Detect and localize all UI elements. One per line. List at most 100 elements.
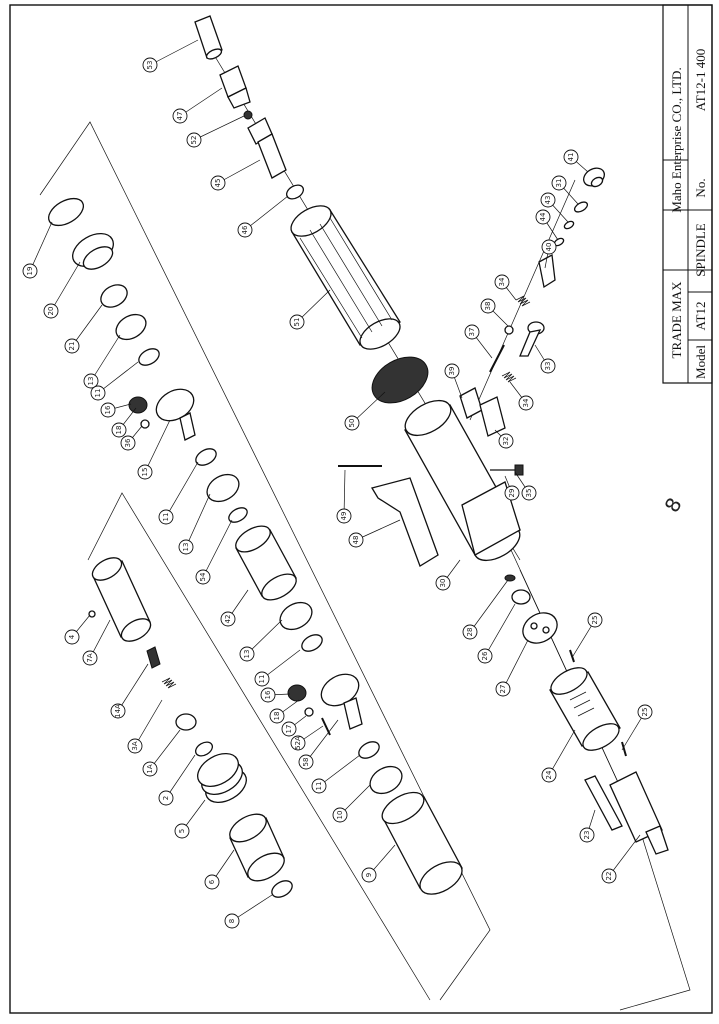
callout-number: 45 — [214, 179, 222, 188]
callout-bubble — [464, 324, 480, 340]
part-pin-36 — [140, 419, 150, 429]
title-model-label: Model — [693, 345, 708, 379]
callout-leader — [608, 834, 641, 877]
part-valve-bushing-32 — [479, 396, 506, 437]
callout-bubble — [90, 385, 106, 401]
callout-number: 16 — [264, 690, 272, 699]
part-spring-5 — [197, 752, 247, 804]
part-spindle-head-7A — [91, 557, 152, 642]
callout-bubble — [224, 913, 240, 929]
part-pin-25-upper — [569, 649, 575, 663]
callout-number: 17 — [285, 725, 293, 734]
callout-number: 53 — [146, 61, 154, 70]
title-trade: TRADE MAX — [669, 281, 684, 359]
callout-bubble — [521, 485, 537, 501]
part-washer-1A — [175, 713, 197, 731]
callout-number: 50 — [348, 419, 356, 428]
callout-number: 38 — [484, 302, 492, 311]
part-bearing-26 — [511, 589, 531, 605]
boundary-upper-left — [39, 121, 491, 1001]
callout-bubble — [494, 274, 510, 290]
part-washer-11-a — [138, 348, 160, 366]
part-ball-38 — [504, 325, 514, 335]
callout-bubble — [535, 209, 551, 225]
callout-bubble — [540, 358, 556, 374]
callout-bubble — [332, 807, 348, 823]
callout-bubble — [477, 648, 493, 664]
part-bearing-13-b — [206, 473, 240, 503]
callout-leader — [50, 261, 81, 312]
part-carrier-15 — [155, 388, 196, 441]
callout-leader — [548, 729, 576, 776]
callout-leader — [502, 639, 529, 690]
handwritten-mark: 8 — [660, 493, 687, 516]
part-snap-ring-8 — [271, 880, 293, 898]
callout-bubble — [637, 704, 653, 720]
callout-bubble — [540, 192, 556, 208]
part-front-housing-9 — [381, 791, 463, 895]
callout-number: 52A — [294, 736, 302, 750]
callout-number: 8 — [228, 919, 236, 923]
part-o-ring-31 — [573, 201, 589, 213]
part-motor-housing — [404, 399, 521, 562]
callout-number: 18 — [273, 712, 281, 721]
part-muffler — [371, 356, 429, 404]
callout-bubble — [495, 681, 511, 697]
callout-number: 18 — [115, 426, 123, 435]
part-cylinder-24 — [549, 667, 621, 751]
part-spring-3A — [161, 677, 177, 689]
part-collar-6 — [229, 813, 285, 882]
callout-leader — [71, 304, 103, 347]
part-rear-plate-27 — [522, 612, 558, 644]
callout-leader — [193, 115, 245, 141]
part-pin-17 — [304, 707, 314, 717]
callout-number: 40 — [545, 243, 553, 252]
callout-leader — [261, 649, 301, 680]
callout-bubble — [22, 263, 38, 279]
callout-bubble — [361, 867, 377, 883]
part-bearing-10 — [369, 765, 403, 795]
part-bearing-cap-20 — [72, 232, 114, 270]
callout-leader — [244, 195, 289, 231]
callout-bubble — [260, 687, 276, 703]
callout-bubble — [142, 761, 158, 777]
callout-bubble — [480, 298, 496, 314]
callout-leader — [355, 519, 401, 541]
callout-number: 13 — [243, 650, 251, 659]
title-doc-no: AT12-1 400 — [693, 49, 708, 111]
callout-number: 34 — [498, 277, 506, 286]
callout-number: 5 — [178, 829, 186, 833]
callout-leader — [305, 719, 339, 763]
part-gear-16-b — [287, 684, 307, 702]
callout-bubble — [290, 735, 306, 751]
callout-number: 25 — [591, 616, 599, 625]
part-ball — [243, 110, 253, 120]
callout-bubble — [120, 435, 136, 451]
part-spring-34-lower — [501, 371, 517, 383]
callout-bubble — [172, 108, 188, 124]
callout-bubble — [281, 721, 297, 737]
callout-number: 30 — [439, 579, 447, 588]
callout-leader — [484, 603, 516, 657]
callout-bubble — [462, 624, 478, 640]
callout-number: 24 — [545, 770, 553, 779]
callout-number: 32 — [502, 437, 510, 446]
callout-number: 13 — [87, 377, 95, 386]
callout-number: 29 — [508, 489, 516, 498]
callout-number: 7A — [86, 653, 94, 662]
callout-leader — [185, 493, 211, 548]
callout-number: 21 — [68, 342, 76, 351]
callout-number: 43 — [544, 196, 552, 205]
callout-number: 47 — [176, 112, 184, 121]
part-trigger-lever — [370, 477, 439, 567]
part-inlet-hose — [194, 15, 223, 60]
callout-bubble — [237, 222, 253, 238]
callout-bubble — [174, 823, 190, 839]
part-bearing-13-a — [115, 313, 147, 341]
callout-number: 1A — [146, 764, 154, 773]
callout-bubble — [127, 738, 143, 754]
callout-number: 35 — [525, 489, 533, 498]
callout-bubble — [110, 703, 126, 719]
callout-number: 11 — [258, 675, 266, 684]
